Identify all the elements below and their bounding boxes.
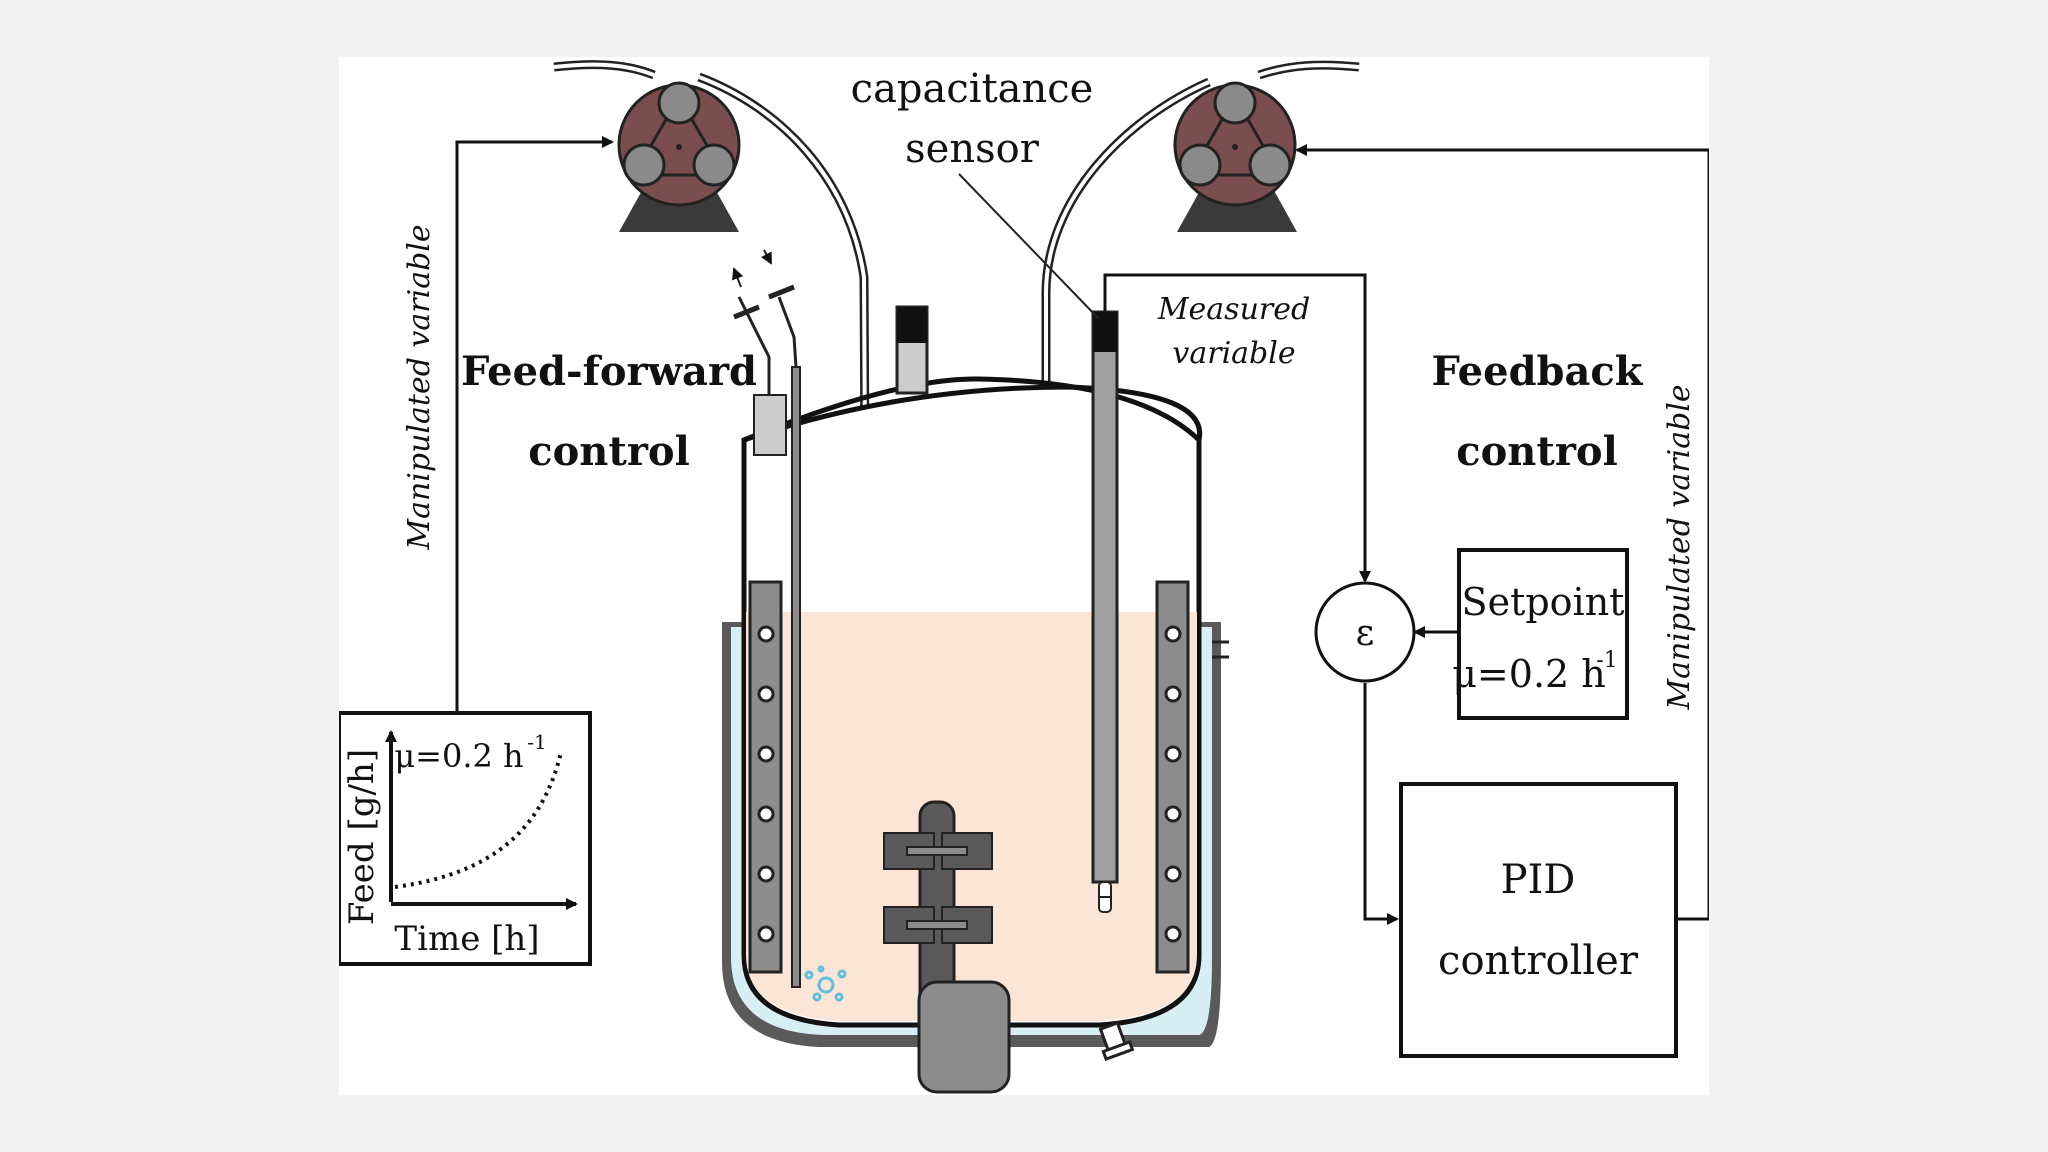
baffle-holes <box>757 625 1182 943</box>
setpoint-box: Setpoint μ=0.2 h -1 <box>1452 548 1629 720</box>
right-pump-tubing <box>1041 60 1360 457</box>
left-baffle <box>748 580 783 974</box>
sensor-label-1: capacitance <box>851 66 1094 112</box>
feedback-label-2: control <box>1456 428 1618 475</box>
diagram-canvas: capacitance sensor Measured variable Fee… <box>337 57 1711 1095</box>
sterile-filter <box>753 394 787 456</box>
setpoint-mu: μ=0.2 h <box>1452 652 1606 696</box>
feed-forward-label-1: Feed-forward <box>461 348 757 395</box>
error-to-pid-arrow <box>1363 683 1399 925</box>
left-pump-roller-right <box>692 143 736 187</box>
top-port <box>895 305 929 395</box>
sparger <box>732 249 847 1002</box>
error-comparator: ε <box>1314 581 1416 683</box>
setpoint-title: Setpoint <box>1462 580 1625 624</box>
pid-label-1: PID <box>1501 857 1576 903</box>
right-pump-roller-left <box>1178 143 1222 187</box>
culture-broth <box>746 612 1197 1021</box>
plot-mu-label: μ=0.2 h <box>394 737 523 775</box>
right-pump-roller-top <box>1213 81 1257 125</box>
left-pump-tubing <box>553 60 870 458</box>
right-baffle <box>1155 580 1190 974</box>
gas-bubbles <box>804 965 847 1002</box>
manipulated-variable-left: Manipulated variable <box>402 224 437 550</box>
plot-y-label: Feed [g/h] <box>342 749 382 925</box>
measured-label-1: Measured <box>1157 292 1310 327</box>
feed-forward-label-2: control <box>528 428 690 475</box>
right-peristaltic-pump <box>1173 81 1297 232</box>
plot-mu-exponent: -1 <box>527 730 546 754</box>
left-peristaltic-pump <box>617 81 741 232</box>
feed-profile-plot: Feed [g/h] Time [h] μ=0.2 h -1 <box>337 711 592 966</box>
manipulated-variable-right: Manipulated variable <box>1662 384 1697 710</box>
sensor-label-2: sensor <box>905 126 1040 172</box>
capacitance-sensor-probe <box>958 173 1119 913</box>
stirrer-motor <box>917 980 1011 1094</box>
bioreactor-diagram: capacitance sensor Measured variable Fee… <box>337 60 1711 1094</box>
feedback-label-1: Feedback <box>1431 348 1643 395</box>
plot-x-label: Time [h] <box>394 919 539 959</box>
pid-controller-box: PID controller <box>1399 782 1678 1058</box>
left-pump-roller-top <box>657 81 701 125</box>
right-pump-roller-right <box>1248 143 1292 187</box>
pid-label-2: controller <box>1438 938 1639 984</box>
left-pump-roller-left <box>622 143 666 187</box>
ff-manipulated-arrow <box>455 136 614 712</box>
setpoint-exponent: -1 <box>1596 648 1617 673</box>
measured-label-2: variable <box>1172 336 1295 371</box>
drain-valve <box>1098 1021 1135 1061</box>
measured-variable-arrow <box>1103 273 1371 583</box>
stirrer <box>883 800 1011 1094</box>
epsilon-symbol: ε <box>1356 613 1375 654</box>
sensor-leader-line <box>958 173 1100 320</box>
